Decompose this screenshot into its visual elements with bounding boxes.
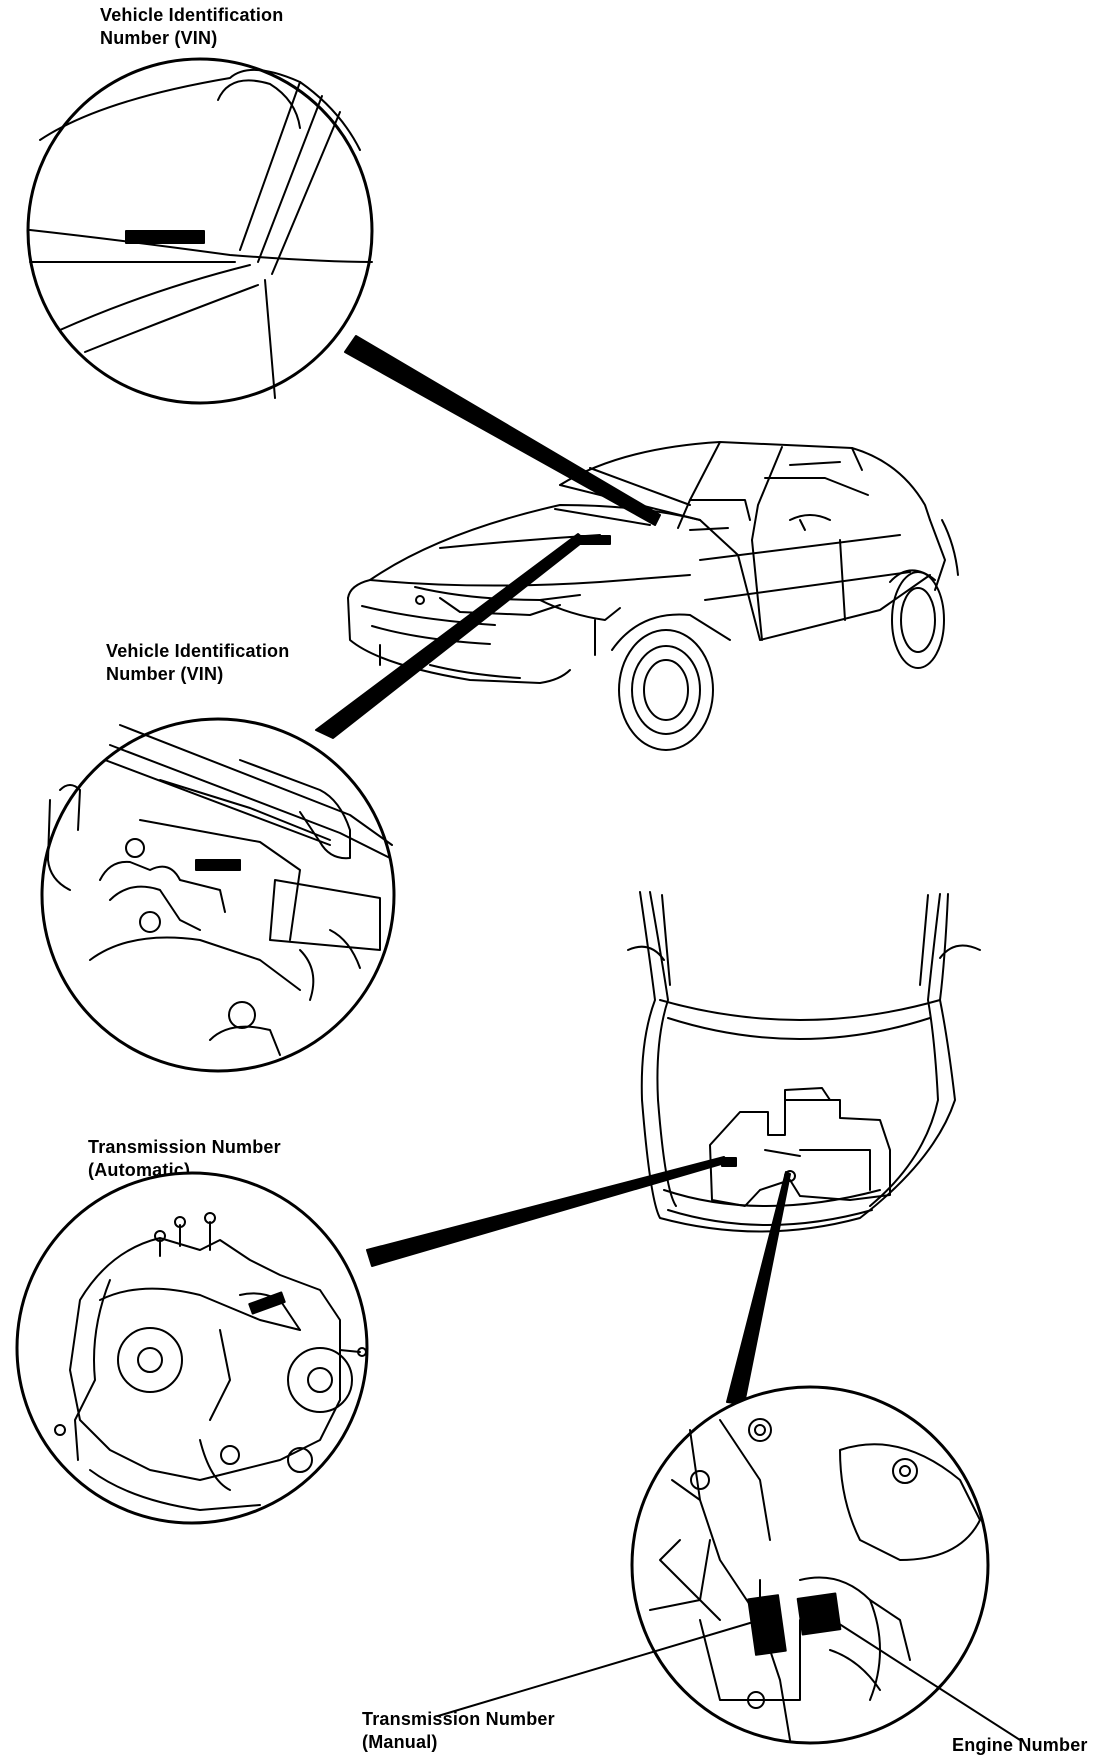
vin-windshield-label-line2: Number (VIN)	[100, 28, 218, 48]
vin-bulkhead-label-line2: Number (VIN)	[106, 664, 224, 684]
leader-vin-bulkhead	[315, 533, 586, 739]
transmission-manual-label-line2: (Manual)	[362, 1732, 438, 1752]
transmission-manual-label: Transmission Number (Manual)	[362, 1708, 555, 1754]
vin-bulkhead-label-line1: Vehicle Identification	[106, 641, 290, 661]
transmission-manual-label-line1: Transmission Number	[362, 1709, 555, 1729]
front-wheel	[618, 629, 714, 751]
vin-windshield-label: Vehicle Identification Number (VIN)	[100, 4, 283, 50]
leader-engine-number	[829, 1617, 1021, 1741]
engine-number-label-line1: Engine Number	[952, 1735, 1088, 1755]
vin-plate-hood	[577, 535, 611, 545]
transmission-number-marker-top-view	[721, 1157, 737, 1167]
rear-wheel	[891, 571, 945, 669]
vin-windshield-label-line1: Vehicle Identification	[100, 5, 284, 25]
leader-vin-windshield	[344, 335, 661, 526]
manual-engine-detail-circle	[630, 1385, 990, 1745]
engine-bay-top-view	[627, 891, 981, 1233]
vin-windshield-detail-circle	[26, 57, 374, 405]
vin-plate-bulkhead	[195, 859, 241, 871]
leader-transmission-manual	[437, 1619, 761, 1717]
transmission-automatic-label-line1: Transmission Number	[88, 1137, 281, 1157]
vin-bulkhead-detail-circle	[40, 717, 396, 1073]
vin-bulkhead-label: Vehicle Identification Number (VIN)	[106, 640, 289, 686]
transmission-number-plate-automatic	[248, 1291, 286, 1315]
engine-number-plate	[796, 1592, 842, 1636]
transmission-number-plate-manual	[747, 1594, 787, 1656]
transmission-automatic-detail-circle	[15, 1171, 369, 1525]
sedan-illustration	[347, 441, 959, 751]
vin-plate-windshield	[125, 230, 205, 244]
engine-number-label: Engine Number	[952, 1734, 1088, 1757]
